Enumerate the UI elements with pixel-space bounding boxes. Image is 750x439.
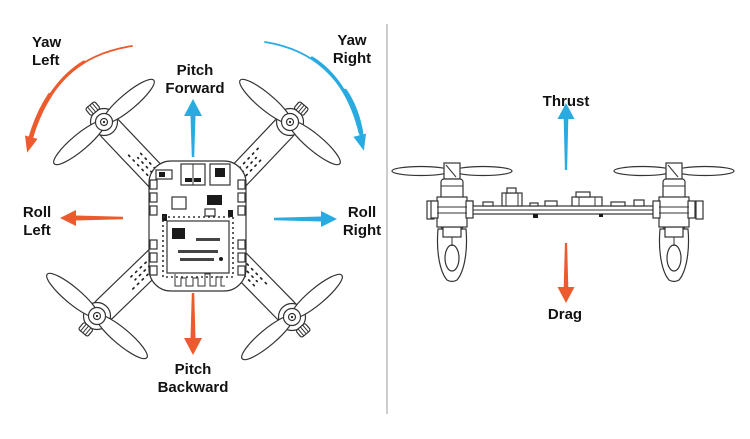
pitch-forward-label: Pitch Forward	[165, 62, 225, 97]
board-components	[464, 187, 669, 218]
side-view-drone-illustration	[391, 162, 735, 283]
yaw-left-label: Yaw Left	[32, 34, 62, 69]
pitch-forward-arrow	[184, 99, 202, 157]
drag-label: Drag	[547, 306, 583, 323]
yaw-left-arrow	[25, 45, 133, 153]
side-motor-left	[391, 162, 513, 283]
roll-left-label: Roll Left	[22, 204, 52, 239]
yaw-right-arrow	[264, 41, 366, 151]
side-motor-right	[613, 162, 735, 283]
roll-right-label: Roll Right	[342, 204, 382, 239]
yaw-right-label: Yaw Right	[332, 32, 372, 67]
drag-arrow	[557, 243, 575, 303]
thrust-arrow	[557, 103, 575, 170]
top-view-drone-illustration	[32, 62, 357, 377]
pitch-backward-label: Pitch Backward	[157, 361, 229, 396]
drone-pcb-body	[148, 160, 247, 292]
thrust-label: Thrust	[542, 93, 590, 110]
pitch-backward-arrow	[184, 293, 202, 355]
roll-left-arrow	[60, 210, 123, 226]
roll-right-arrow	[274, 211, 337, 227]
